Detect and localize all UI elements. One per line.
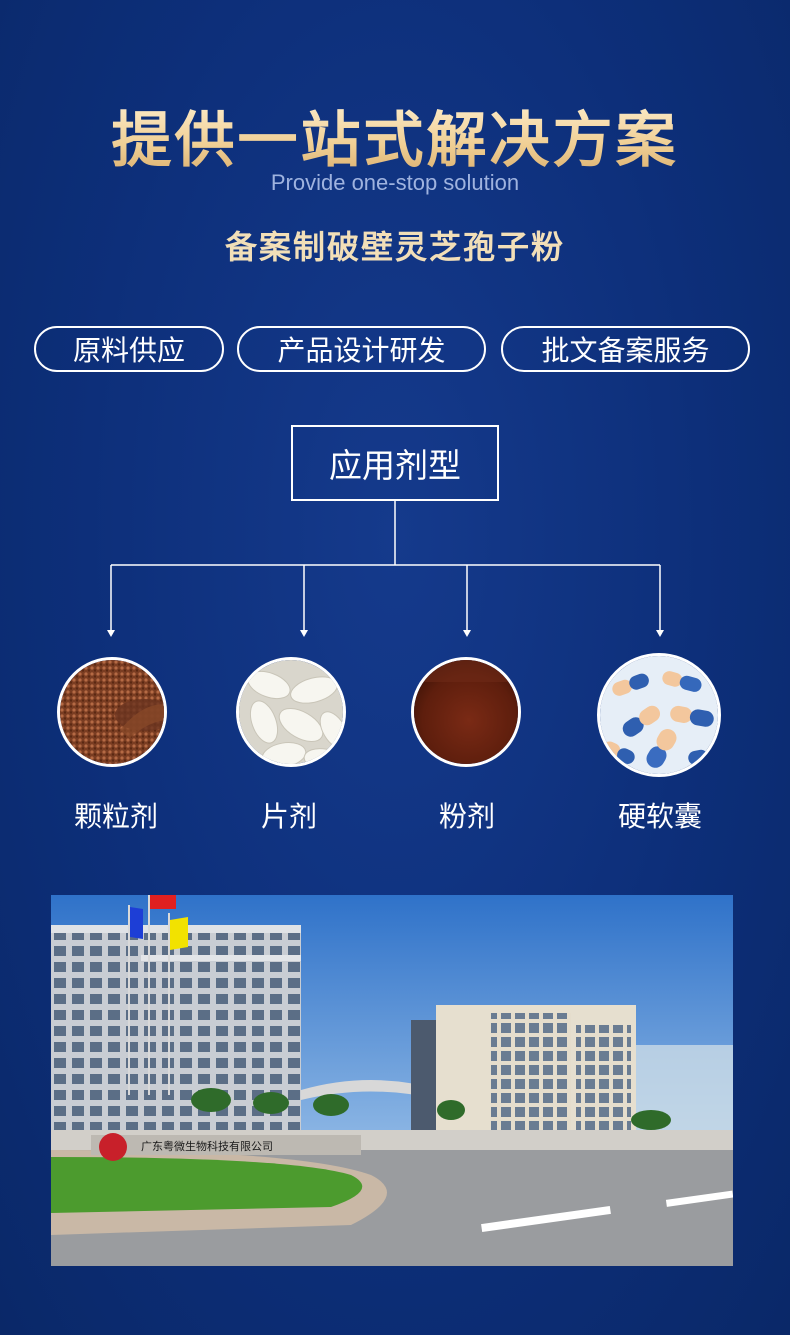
page-title: 提供一站式解决方案 bbox=[0, 92, 790, 179]
dosage-label-powder: 粉剂 bbox=[438, 800, 495, 833]
dosage-label-tablet: 片剂 bbox=[260, 800, 317, 833]
arrow-down-icon bbox=[300, 630, 308, 637]
dosage-form-title-box: 应用剂型 bbox=[291, 425, 499, 501]
arrow-down-icon bbox=[656, 630, 664, 637]
powder-image bbox=[411, 657, 521, 767]
arrow-down-icon bbox=[463, 630, 471, 637]
page-subtitle-chinese: 备案制破壁灵芝孢子粉 bbox=[224, 228, 565, 266]
tree-connector-lines bbox=[107, 501, 664, 637]
page-subtitle-english: Provide one-stop solution bbox=[270, 170, 520, 195]
capsule-image bbox=[597, 653, 721, 777]
service-pill-raw-material: 原料供应 bbox=[34, 326, 224, 372]
tablet-image bbox=[236, 657, 346, 767]
factory-photo: 广东粤微生物科技有限公司 bbox=[51, 895, 733, 1266]
service-pill-product-design: 产品设计研发 bbox=[237, 326, 486, 372]
dosage-label-granule: 颗粒剂 bbox=[73, 800, 158, 833]
arrow-down-icon bbox=[107, 630, 115, 637]
dosage-label-capsule: 硬软囊 bbox=[617, 800, 702, 833]
granule-image bbox=[57, 657, 167, 767]
factory-sign-text: 广东粤微生物科技有限公司 bbox=[141, 1139, 273, 1153]
service-pill-approval: 批文备案服务 bbox=[501, 326, 750, 372]
